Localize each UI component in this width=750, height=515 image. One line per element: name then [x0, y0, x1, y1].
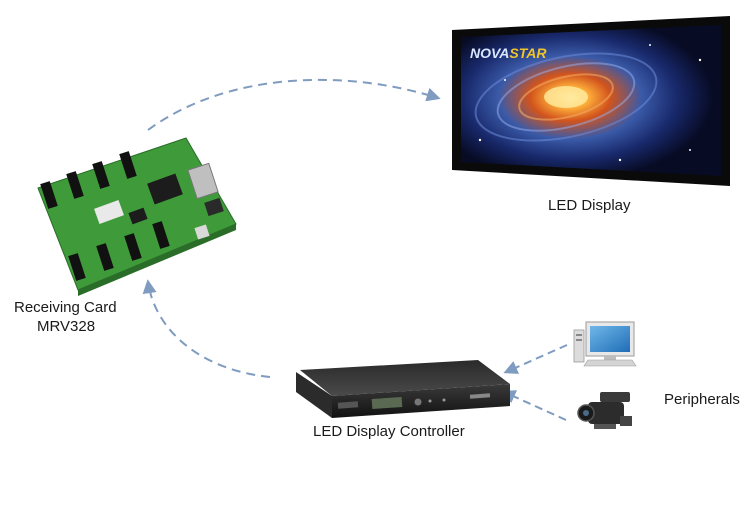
led-display-controller-image	[296, 360, 510, 418]
arrow-camera-to-controller	[501, 390, 567, 421]
arrow-computer-to-controller	[503, 344, 568, 374]
led-display-screen: NOVASTAR	[452, 16, 730, 186]
controller-label: LED Display Controller	[313, 423, 465, 440]
receiving-card-label-line1: Receiving Card	[14, 299, 117, 316]
receiving-card-label-line2: MRV328	[37, 318, 96, 335]
video-camera-icon	[577, 392, 632, 429]
display-brand-logo: NOVASTAR	[470, 45, 547, 61]
arrow-card-to-display	[147, 78, 441, 131]
peripherals-label: Peripherals	[664, 391, 740, 408]
arrow-controller-to-card	[142, 279, 271, 378]
led-display-label: LED Display	[548, 197, 631, 214]
receiving-card-label: Receiving Card MRV328	[14, 298, 117, 336]
receiving-card-image	[37, 137, 237, 296]
computer-icon	[573, 321, 637, 367]
